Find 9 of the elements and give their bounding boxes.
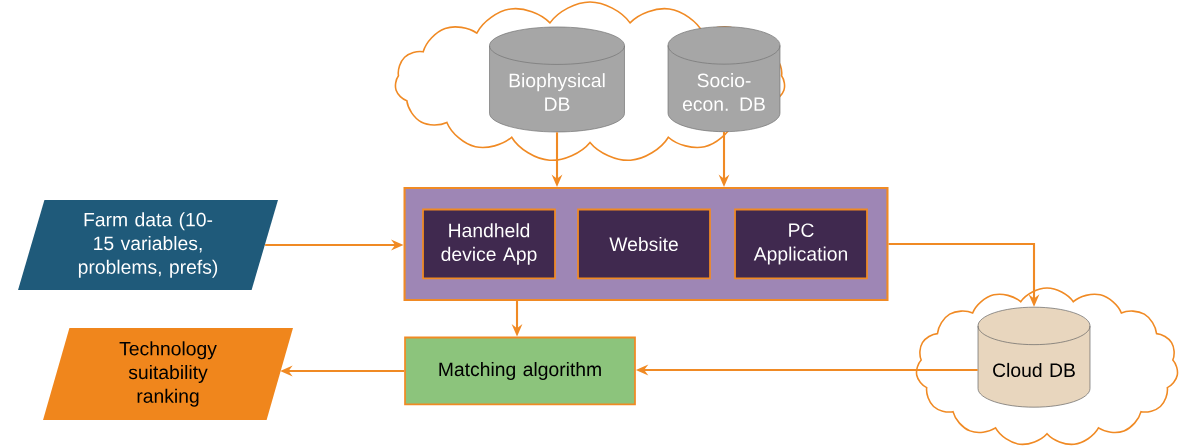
database-cylinder: Biophysical DB (489, 26, 625, 133)
database-cylinder: Socio-econ. DB (667, 26, 781, 133)
output-parallelogram: Technology suitability ranking (43, 328, 293, 420)
app-box: PC Application (734, 208, 868, 280)
app-box: Handheld device App (422, 208, 556, 280)
input-parallelogram: Farm data (10-15 variables, problems, prefs) (18, 200, 278, 290)
app-box: Website (577, 208, 711, 280)
database-cylinder: Cloud DB (977, 306, 1091, 408)
process-box: Matching algorithm (404, 336, 636, 406)
